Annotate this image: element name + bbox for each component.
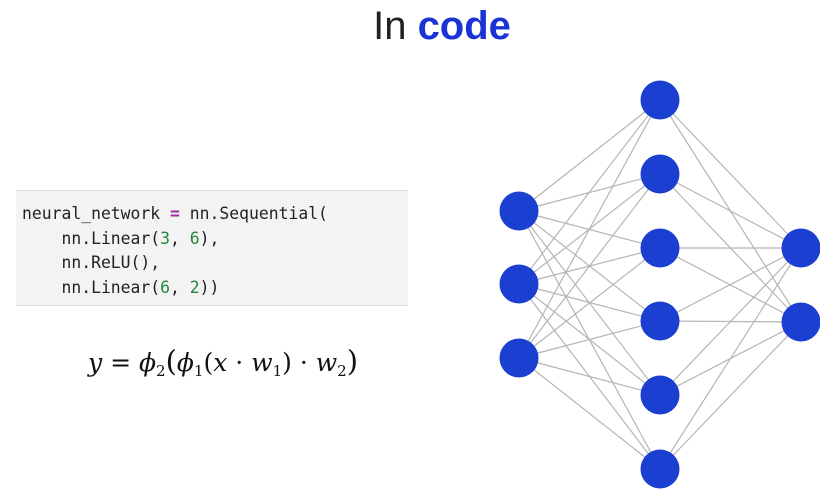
code-line-4: nn.Linear(6, 2)) xyxy=(22,276,408,301)
input-node xyxy=(499,264,539,304)
code-token: , xyxy=(170,277,190,297)
network-edge xyxy=(659,247,802,396)
hidden-node xyxy=(640,449,680,489)
output-node xyxy=(781,228,820,268)
title-highlight: code xyxy=(417,4,511,48)
code-token: nn.Linear( xyxy=(22,277,161,297)
formula-input-var: x xyxy=(213,348,228,377)
formula-dot: · xyxy=(291,348,316,377)
formula-subscript: 2 xyxy=(337,362,347,380)
network-edge xyxy=(518,173,661,359)
code-line-2: nn.Linear(3, 6), xyxy=(22,227,408,252)
hidden-node xyxy=(640,375,680,415)
network-edge xyxy=(518,357,661,470)
network-edge xyxy=(518,99,661,359)
hidden-node xyxy=(640,228,680,268)
formula-dot: · xyxy=(227,348,252,377)
code-number: 2 xyxy=(189,277,200,297)
code-token: neural_network xyxy=(22,204,171,223)
network-edge xyxy=(659,99,802,249)
formula-paren: ( xyxy=(165,344,177,378)
code-token: )) xyxy=(199,277,220,297)
hidden-node xyxy=(640,301,680,341)
formula-subscript: 2 xyxy=(156,362,166,380)
network-edge xyxy=(518,99,661,212)
hidden-node xyxy=(640,154,680,194)
formula-output-var: y xyxy=(88,348,103,377)
title-prefix: In xyxy=(373,4,407,48)
formula-subscript: 1 xyxy=(272,362,283,380)
network-nodes xyxy=(499,80,820,489)
formula-paren: ( xyxy=(203,348,214,377)
code-number: 6 xyxy=(189,228,200,248)
formula-paren: ) xyxy=(346,344,359,378)
code-token: nn.ReLU(), xyxy=(22,253,161,272)
network-edge xyxy=(659,173,802,249)
formula-subscript: 1 xyxy=(193,362,204,380)
code-token: , xyxy=(170,228,190,248)
code-number: 6 xyxy=(160,277,171,297)
network-edge xyxy=(518,357,661,396)
network-edge xyxy=(518,247,661,359)
network-edge xyxy=(659,247,802,322)
input-node xyxy=(499,191,539,231)
network-edge xyxy=(659,247,802,470)
code-line-3: nn.ReLU(), xyxy=(22,251,408,276)
code-number: 3 xyxy=(160,228,171,248)
network-formula: y = ϕ2(ϕ1(x · w1) · w2) xyxy=(88,344,358,380)
input-node xyxy=(499,338,539,378)
code-token: nn.Linear( xyxy=(22,228,161,248)
code-line-1: neural_network = nn.Sequential( xyxy=(22,202,408,227)
code-token: nn.Sequential( xyxy=(179,204,328,223)
network-edge xyxy=(518,99,661,285)
network-edges xyxy=(518,99,802,470)
hidden-node xyxy=(640,80,680,120)
network-edge xyxy=(518,320,661,359)
code-operator: = xyxy=(170,204,180,223)
formula-paren: ) xyxy=(282,348,292,377)
formula-equals: = xyxy=(102,348,139,377)
network-edge xyxy=(659,321,802,470)
formula-weight: w xyxy=(315,348,338,377)
output-node xyxy=(781,302,820,342)
code-token: ), xyxy=(199,228,220,248)
formula-weight: w xyxy=(251,348,273,377)
formula-phi: ϕ xyxy=(176,348,194,377)
slide-title: In code xyxy=(0,4,820,49)
code-block: neural_network = nn.Sequential( nn.Linea… xyxy=(16,190,408,306)
formula-phi: ϕ xyxy=(138,348,157,377)
